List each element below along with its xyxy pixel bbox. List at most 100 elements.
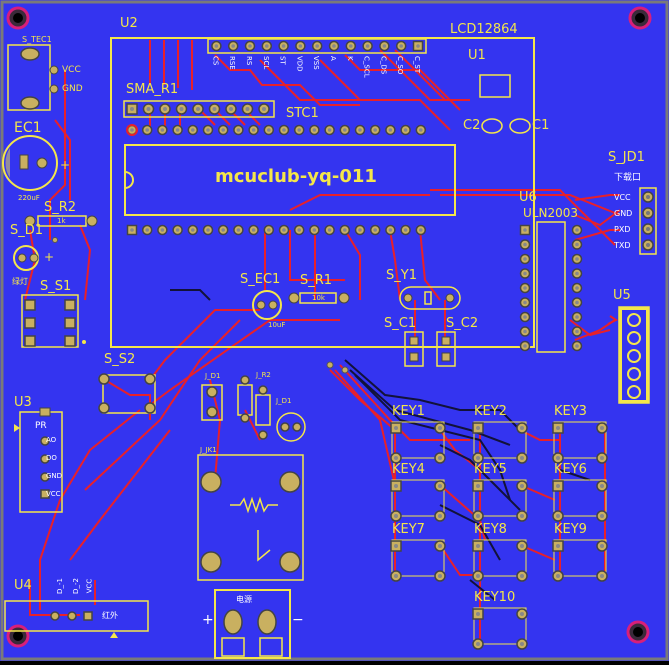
stc1-pin-bottom-hole — [191, 228, 195, 232]
j-d1-label-b: J_D1 — [276, 397, 292, 405]
key-pad-hole — [438, 514, 442, 518]
s-r2-body — [37, 215, 87, 227]
u6-pin-right-hole — [575, 329, 579, 334]
key-pad-hole — [394, 544, 398, 548]
lcd-pin-hole — [399, 44, 404, 48]
u6-pin-left-hole — [523, 242, 527, 247]
stc1-pin-top-hole — [206, 128, 210, 132]
s-jd1-pins — [642, 191, 654, 251]
lcd-pin-label: CS — [211, 56, 220, 66]
u4-pin-vcc: VCC — [85, 578, 94, 594]
stc1-pin-bottom-hole — [327, 228, 332, 232]
c1-label: C1 — [532, 118, 550, 133]
key-pad-hole — [476, 642, 480, 646]
u6-pin-right-hole — [575, 315, 579, 319]
ec1-label: EC1 — [14, 120, 42, 136]
u6-pin-right-hole — [575, 271, 579, 276]
stc1-pin-top-hole — [388, 128, 393, 132]
u3-pin-do: DO — [46, 454, 57, 462]
stc1-pin-bottom-hole — [145, 228, 149, 232]
key-label: KEY10 — [474, 590, 516, 605]
stc1-label: STC1 — [286, 106, 319, 121]
lcd-pin-hole — [382, 44, 387, 48]
sma-r1-outline — [123, 100, 275, 118]
lcd-pin-hole — [416, 44, 420, 48]
key-label: KEY5 — [474, 462, 507, 477]
u4-pin-2: D_-2 — [71, 578, 80, 594]
sma-r1-pin-hole — [229, 107, 233, 111]
stc1-pin-bottom-hole — [175, 228, 180, 232]
key-pad-hole — [556, 574, 560, 578]
u6-pin-left-hole — [523, 271, 527, 276]
key-pad-hole — [438, 484, 442, 488]
mcu-name-label: mcuclub-yq-011 — [215, 166, 377, 187]
stc1-pin-top-hole — [358, 128, 362, 132]
u4-label: U4 — [14, 578, 32, 593]
u6-pin-right-hole — [575, 344, 579, 348]
s-s1-label: S_S1 — [40, 279, 72, 294]
vias — [52, 237, 349, 374]
s-y1-label: S_Y1 — [386, 268, 417, 283]
u3-pr-label: PR — [35, 421, 47, 431]
u3-pin-vcc: VCC — [46, 490, 61, 498]
lcd-label: LCD12864 — [450, 22, 518, 37]
stc1-pin-bottom-hole — [206, 228, 210, 232]
u6-pin-left-hole — [523, 329, 527, 334]
key-pad-hole — [476, 514, 480, 518]
ec1-value: 10uF — [268, 321, 286, 329]
u3-pin-gnd: GND — [46, 472, 63, 480]
key-pad-hole — [520, 514, 524, 518]
stc1-pin-top-hole — [160, 128, 165, 132]
power-terminal — [214, 589, 291, 659]
key-outline — [391, 539, 445, 577]
lcd-pin-label: VDD — [295, 56, 304, 72]
s-s1-outline — [21, 294, 79, 348]
stc1-notch — [124, 171, 134, 189]
s-ec1-label: S_EC1 — [240, 272, 281, 287]
key-outline — [473, 607, 527, 645]
s-d1-label: S_D1 — [10, 223, 44, 238]
lcd-pin-label: C_SO — [396, 56, 405, 75]
sma-r1-pin-hole — [179, 107, 184, 111]
stc1-pin-bottom-hole — [403, 228, 408, 232]
s-c2-body — [436, 331, 456, 367]
stc1-pin-top-hole — [419, 128, 423, 132]
lcd-pin-hole — [298, 44, 303, 48]
key-pad-hole — [520, 612, 524, 616]
sma-r1-pin-hole — [146, 107, 151, 111]
key-pad-hole — [476, 426, 480, 430]
stc1-pin-top-hole — [130, 128, 134, 132]
key-outline — [391, 421, 445, 459]
key-pad-hole — [476, 574, 480, 578]
key-pad-hole — [520, 484, 524, 488]
j-r2-label: J_R2 — [256, 371, 271, 379]
key-pad-hole — [438, 544, 442, 548]
key-pad-hole — [600, 484, 604, 488]
stc1-pin-bottom-hole — [130, 228, 134, 232]
j-jk1-label: J_JK1 — [200, 446, 217, 454]
key-pad-hole — [438, 426, 442, 430]
stc1-pin-top-hole — [267, 128, 271, 132]
key-pad-hole — [520, 642, 524, 646]
key-label: KEY2 — [474, 404, 507, 419]
lcd-pin-label: C_DS — [379, 56, 388, 75]
lcd-pin-label: A — [329, 56, 337, 61]
stc1-pin-bottom-hole — [312, 228, 317, 232]
stc1-pin-top-hole — [175, 128, 180, 132]
stc1-pin-bottom-hole — [343, 228, 347, 232]
u6-pin-right-hole — [575, 286, 579, 290]
u6-pin-right-hole — [575, 300, 579, 305]
key-pad-hole — [556, 544, 560, 548]
ec1-plus: + — [60, 158, 71, 172]
s-jd1-label: S_JD1 — [608, 150, 645, 165]
c2-label: C2 — [463, 118, 481, 133]
lcd-pin-label: SCL — [261, 56, 270, 70]
u6-pin-right-hole — [575, 257, 579, 261]
lcd-pin-label: ST — [278, 56, 287, 65]
led-plus: + — [44, 250, 55, 264]
s-ec1-cap — [252, 290, 282, 320]
stc1-pin-top-hole — [343, 128, 347, 132]
key-pad-hole — [520, 574, 524, 578]
